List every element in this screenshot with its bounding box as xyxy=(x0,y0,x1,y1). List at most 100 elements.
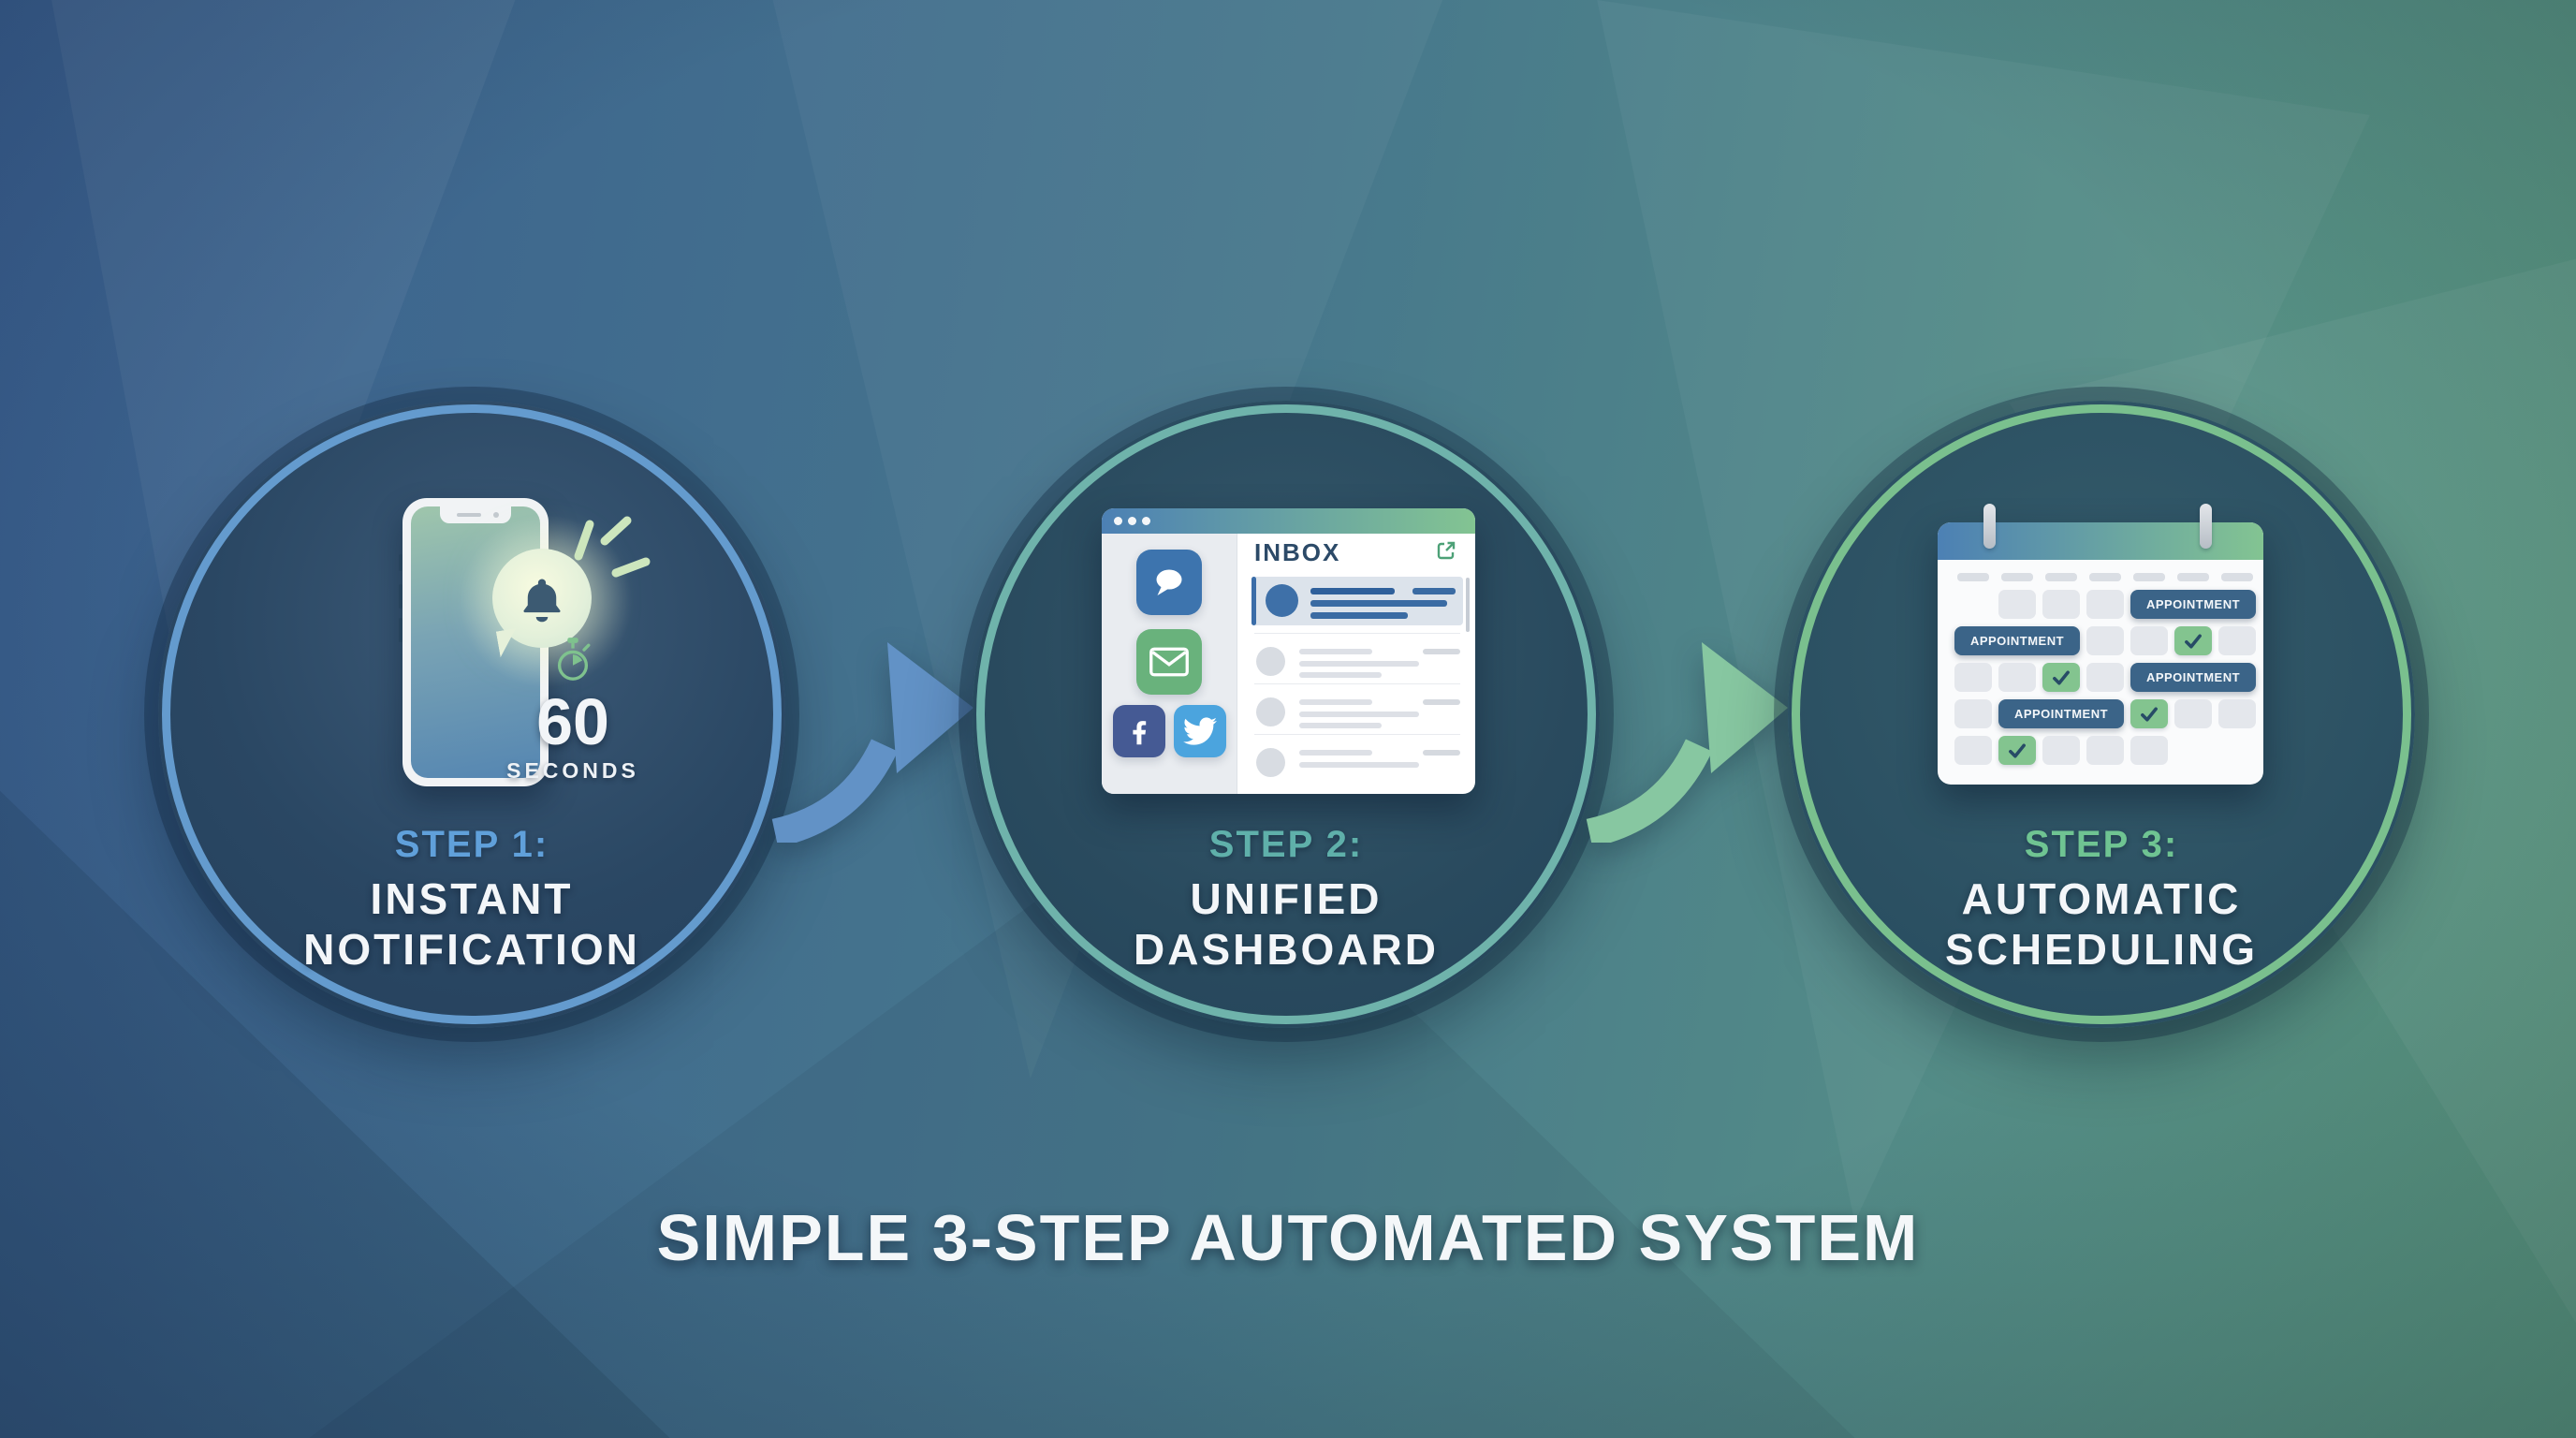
calendar-day-cell xyxy=(1954,663,1992,692)
step-2-text: STEP 2: UNIFIED DASHBOARD xyxy=(973,824,1600,975)
placeholder-text-line xyxy=(1423,699,1460,705)
flow-arrow-icon xyxy=(771,642,973,843)
calendar-day-cell xyxy=(2086,590,2124,619)
phone-side-button xyxy=(399,554,402,571)
step-2-title-line: DASHBOARD xyxy=(1134,925,1439,974)
appointment-pill: APPOINTMENT xyxy=(1998,699,2124,728)
phone-side-button xyxy=(399,584,402,609)
calendar-day-cell xyxy=(1954,736,1992,765)
weekday-dash xyxy=(2045,573,2077,581)
calendar-pin xyxy=(1983,504,1996,549)
stopwatch-icon xyxy=(557,638,591,681)
checked-day-cell xyxy=(2130,699,2168,728)
placeholder-text-line xyxy=(1299,750,1372,756)
phone-notch xyxy=(440,506,511,523)
notification-rays-icon xyxy=(574,516,651,578)
window-titlebar xyxy=(1102,508,1475,534)
bell-icon xyxy=(523,579,561,623)
dashboard-window: INBOX xyxy=(1102,508,1475,794)
weekday-dash xyxy=(2089,573,2121,581)
channels-sidebar xyxy=(1102,534,1237,794)
main-title: SIMPLE 3-STEP AUTOMATED SYSTEM xyxy=(656,1201,1920,1274)
placeholder-text-line xyxy=(1423,750,1460,756)
twitter-icon xyxy=(1174,705,1226,757)
step-2-circle: INBOX xyxy=(973,401,1600,1028)
inbox-message-row-highlighted xyxy=(1251,577,1463,625)
window-dot xyxy=(1142,517,1150,525)
phone-camera xyxy=(493,512,499,518)
phone-speaker xyxy=(457,513,481,517)
phone-side-button xyxy=(399,618,402,642)
calendar-day-cell xyxy=(2174,699,2212,728)
chat-icon xyxy=(1136,550,1202,615)
check-icon xyxy=(2009,743,2026,757)
checked-day-cell xyxy=(2042,663,2080,692)
calendar-day-cell xyxy=(2086,663,2124,692)
calendar-day-cell xyxy=(1998,590,2036,619)
placeholder-text-line xyxy=(1423,649,1460,654)
calendar-day-cell xyxy=(2042,736,2080,765)
step-3-circle: APPOINTMENT APPOINTMENT xyxy=(1788,401,2415,1028)
placeholder-text-line xyxy=(1299,762,1419,768)
calendar-pin xyxy=(2200,504,2212,549)
calendar-day-cell xyxy=(2042,590,2080,619)
check-icon xyxy=(2053,670,2070,684)
weekday-dash xyxy=(2001,573,2033,581)
placeholder-text-line xyxy=(1299,723,1382,728)
timer-value: 60 xyxy=(536,685,609,758)
flow-arrow-icon xyxy=(1586,642,1788,843)
row-accent-bar xyxy=(1251,577,1256,625)
inbox-message-row xyxy=(1254,690,1460,735)
appointment-pill: APPOINTMENT xyxy=(2130,590,2256,619)
checked-day-cell xyxy=(1998,736,2036,765)
timer-badge: 60 SECONDS xyxy=(470,637,676,784)
calendar-mockup: APPOINTMENT APPOINTMENT xyxy=(1938,504,2263,785)
scrollbar xyxy=(1466,578,1470,632)
row-divider xyxy=(1254,683,1460,684)
step-3-text: STEP 3: AUTOMATIC SCHEDULING xyxy=(1788,824,2415,975)
weekday-dash xyxy=(2221,573,2253,581)
step-3-title-line: AUTOMATIC xyxy=(1961,874,2242,923)
window-dot xyxy=(1114,517,1122,525)
calendar-day-cell xyxy=(2130,626,2168,655)
external-link-icon xyxy=(1437,541,1456,560)
checked-day-cell xyxy=(2174,626,2212,655)
check-icon xyxy=(2185,634,2202,648)
placeholder-text-line xyxy=(1299,712,1419,717)
avatar xyxy=(1266,584,1298,617)
calendar-day-cell xyxy=(2086,736,2124,765)
weekday-dash xyxy=(1957,573,1989,581)
placeholder-text-line xyxy=(1310,600,1447,607)
row-divider xyxy=(1254,734,1460,735)
avatar xyxy=(1256,748,1285,777)
calendar-day-cell xyxy=(2218,626,2256,655)
placeholder-text-line xyxy=(1310,588,1395,594)
step-1-title-line: INSTANT xyxy=(370,874,574,923)
check-icon xyxy=(2141,707,2158,721)
inbox-title: INBOX xyxy=(1254,538,1341,566)
step-1-title-line: NOTIFICATION xyxy=(303,925,640,974)
calendar-day-cell xyxy=(2218,699,2256,728)
window-dot xyxy=(1128,517,1136,525)
appointment-label: APPOINTMENT xyxy=(1969,634,2065,648)
avatar xyxy=(1256,697,1285,726)
email-icon xyxy=(1136,629,1202,695)
inbox-message-row xyxy=(1254,639,1460,684)
step-3-label: STEP 3: xyxy=(2024,824,2179,865)
inbox-message-row xyxy=(1254,741,1460,785)
step-2-label: STEP 2: xyxy=(1208,824,1364,865)
placeholder-text-line xyxy=(1299,649,1372,654)
placeholder-text-line xyxy=(1299,661,1419,667)
weekday-dash xyxy=(2177,573,2209,581)
appointment-label: APPOINTMENT xyxy=(2145,670,2241,684)
appointment-label: APPOINTMENT xyxy=(2145,597,2241,611)
step-1-label: STEP 1: xyxy=(394,824,549,865)
notification-bubble xyxy=(492,549,592,648)
calendar-day-cell xyxy=(1998,663,2036,692)
facebook-icon xyxy=(1113,705,1165,757)
avatar xyxy=(1256,647,1285,676)
timer-unit: SECONDS xyxy=(506,758,639,783)
appointment-pill: APPOINTMENT xyxy=(1954,626,2080,655)
placeholder-text-line xyxy=(1310,612,1408,619)
